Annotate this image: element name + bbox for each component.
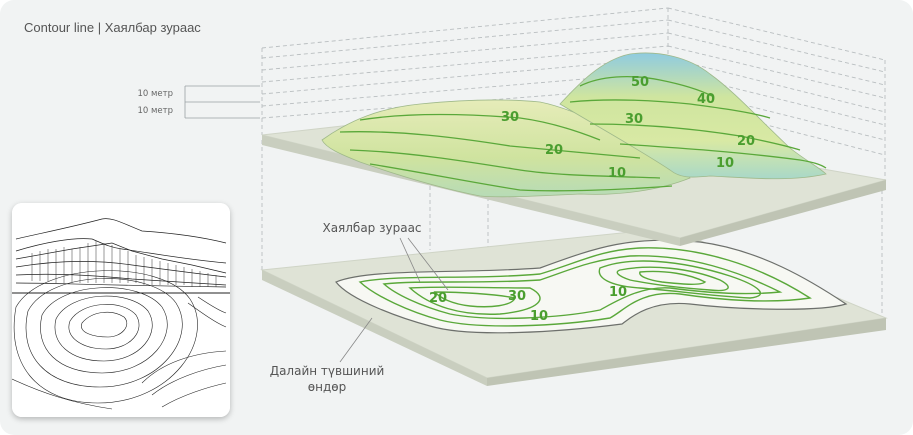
terrain-label-10-left: 10 [608, 166, 626, 181]
terrain-label-20-left: 20 [545, 143, 563, 158]
map-contour-label-10b: 10 [609, 285, 627, 300]
terrain-label-10-right: 10 [716, 156, 734, 171]
terrain-label-40: 40 [697, 92, 715, 107]
lower-plate: 20 30 10 10 [262, 228, 886, 386]
inset-sketch-card [12, 203, 230, 417]
sea-level-label-line2: өндөр [308, 380, 346, 394]
inset-sketch [12, 203, 230, 417]
terrain-label-30-right: 30 [625, 112, 643, 127]
sea-level-label-line1: Далайн түвшиний [270, 364, 385, 378]
scale-label-1: 10 метр [137, 89, 173, 99]
scale-label-2: 10 метр [137, 106, 173, 116]
scale-lines [185, 86, 260, 118]
terrain-label-20-right: 20 [737, 134, 755, 149]
terrain-label-50: 50 [631, 75, 649, 90]
map-contour-label-30: 30 [508, 289, 526, 304]
map-contour-label-10a: 10 [530, 309, 548, 324]
contour-line-label: Хаялбар зураас [322, 221, 421, 235]
terrain-label-30-left: 30 [501, 110, 519, 125]
upper-plate: 50 40 30 30 20 20 10 10 [262, 53, 886, 246]
map-contour-label-20: 20 [429, 291, 447, 306]
